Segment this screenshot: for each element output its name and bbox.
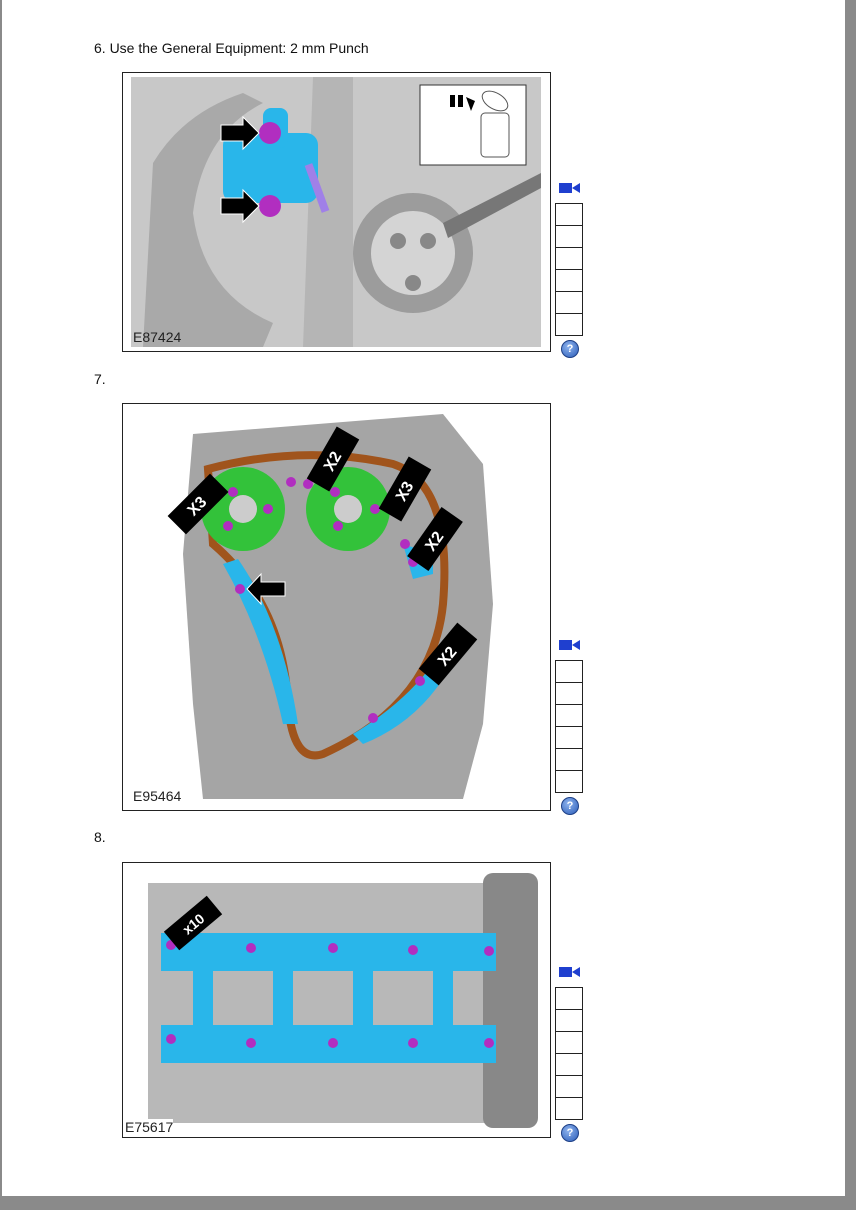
checkbox[interactable] [555,203,583,226]
step-6-label: 6. Use the General Equipment: 2 mm Punch [94,40,369,56]
checkbox[interactable] [555,683,583,705]
bolt-marker [259,122,281,144]
step-6-side-controls: ? [555,182,583,358]
step-8-side-controls: ? [555,966,583,1142]
arrow-icon [220,115,260,151]
help-icon[interactable]: ? [561,340,579,358]
chain-guide [223,559,298,724]
checkbox[interactable] [555,771,583,793]
discard-arrow-icon [466,97,475,111]
document-page: 6. Use the General Equipment: 2 mm Punch… [2,0,845,1196]
checkbox[interactable] [555,248,583,270]
bolt-marker [259,195,281,217]
figure-id: E87424 [133,329,182,345]
step-8-label: 8. [94,829,106,845]
checkbox[interactable] [555,1098,583,1120]
checkbox[interactable] [555,292,583,314]
timing-chain-illustration: X3 X2 X3 X2 X2 [167,414,493,799]
video-camera-icon[interactable] [559,182,581,194]
video-camera-icon[interactable] [559,639,581,651]
checkbox[interactable] [555,660,583,683]
figure-step-8: x10 E75617 [122,862,551,1138]
figure-id: E75617 [125,1119,174,1135]
figure-step-7: X3 X2 X3 X2 X2 E95464 [122,403,551,811]
checkbox[interactable] [555,1054,583,1076]
checkbox[interactable] [555,226,583,248]
figure-id: E95464 [133,788,182,804]
tensioner-part [223,133,318,203]
checkbox[interactable] [555,314,583,336]
step-7-side-controls: ? [555,639,583,815]
trash-can-icon [480,112,510,158]
discard-inset [419,84,527,166]
checkbox[interactable] [555,270,583,292]
video-camera-icon[interactable] [559,966,581,978]
step-7-label: 7. [94,371,106,387]
checkbox[interactable] [555,705,583,727]
figure-step-6: E87424 [122,72,551,352]
camshaft-carrier-illustration: x10 [148,873,538,1128]
checkbox[interactable] [555,1010,583,1032]
checkbox[interactable] [555,1076,583,1098]
tensioner-illustration [123,73,550,351]
checkbox[interactable] [555,987,583,1010]
checkbox[interactable] [555,727,583,749]
checkbox[interactable] [555,1032,583,1054]
checkbox[interactable] [555,749,583,771]
help-icon[interactable]: ? [561,797,579,815]
arrow-icon [220,188,260,224]
help-icon[interactable]: ? [561,1124,579,1142]
arrow-icon [246,572,286,606]
